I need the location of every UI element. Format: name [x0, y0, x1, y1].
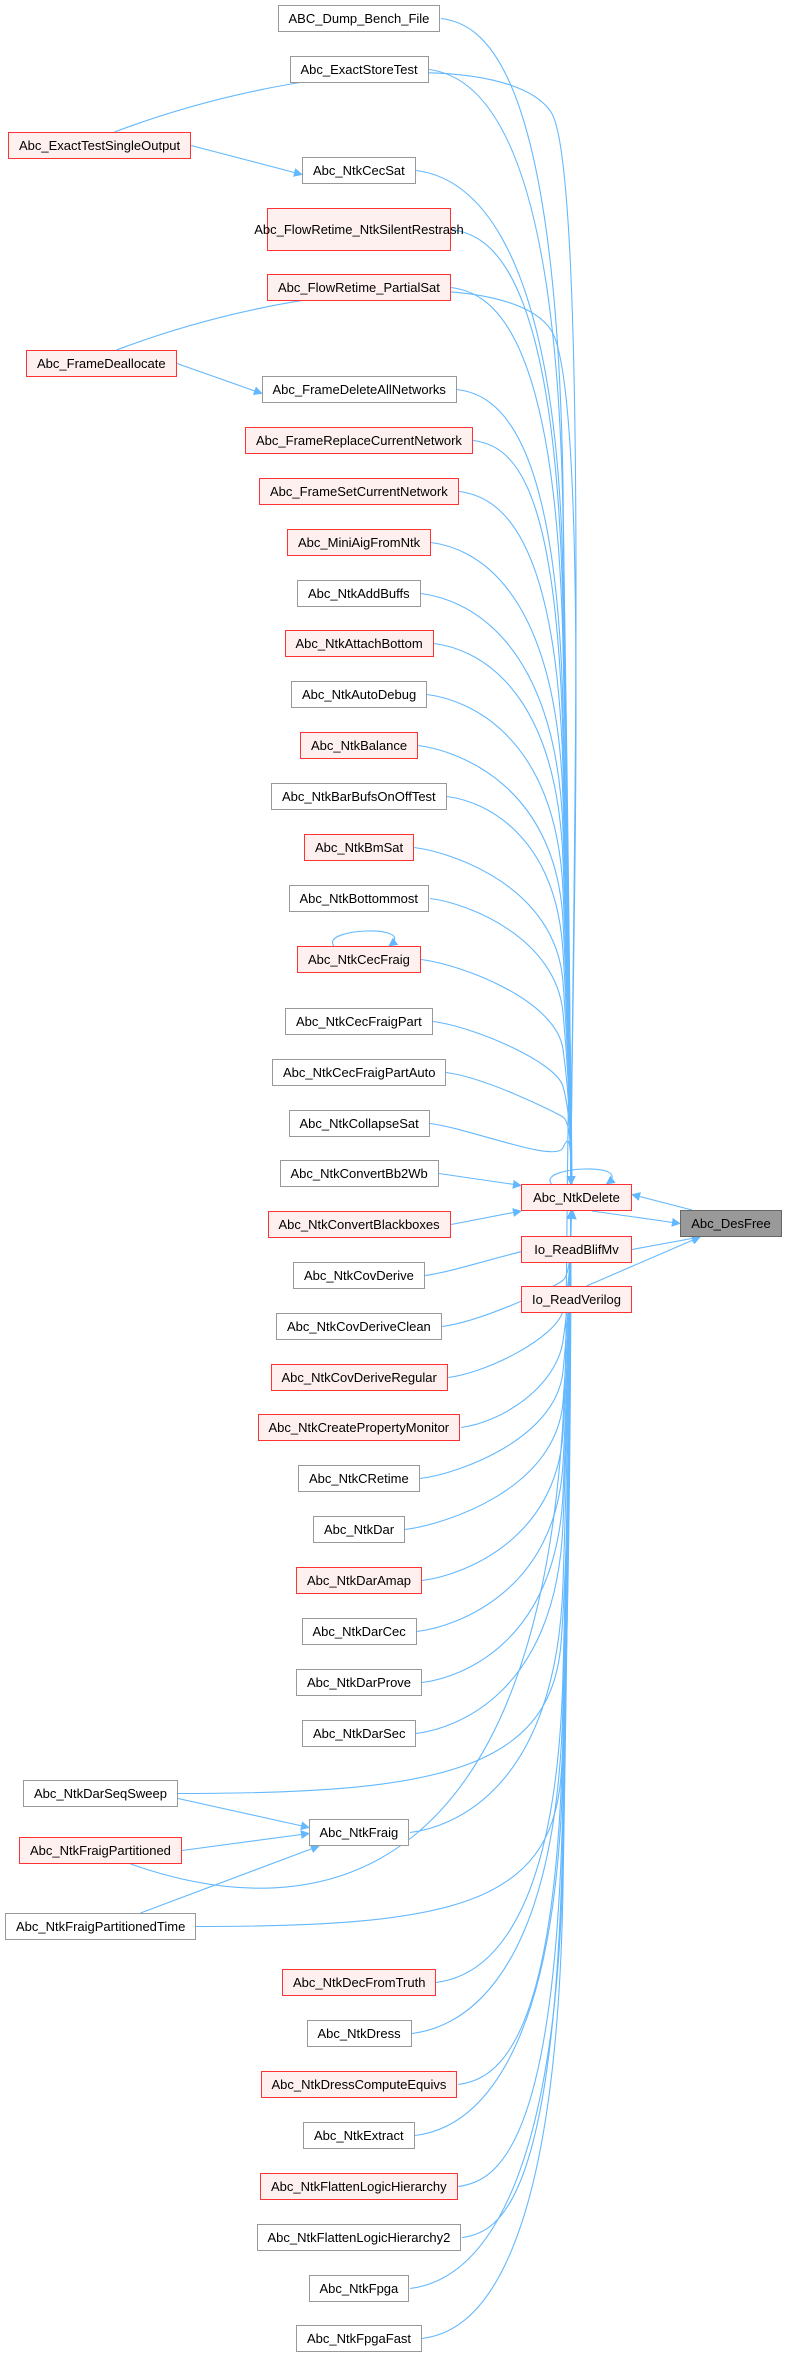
- edge-flatten2-to-ntkdelete: [461, 1210, 576, 2239]
- edge-framedealloc-to-framedelall: [176, 362, 263, 396]
- node-framedealloc[interactable]: Abc_FrameDeallocate: [26, 350, 177, 377]
- node-propmonitor[interactable]: Abc_NtkCreatePropertyMonitor: [257, 1414, 461, 1441]
- edge-daramap-to-ntkdelete: [421, 1210, 576, 1582]
- edge-dump-to-ntkdelete: [440, 17, 576, 1185]
- edge-miniaig-to-ntkdelete: [430, 541, 576, 1185]
- edge-blackboxes-to-ntkdelete: [450, 1208, 522, 1226]
- node-fpga[interactable]: Abc_NtkFpga: [308, 2275, 410, 2302]
- edge-frameset-to-ntkdelete: [458, 490, 576, 1185]
- edge-framedelall-to-ntkdelete: [456, 388, 576, 1185]
- node-cecfraigpartauto[interactable]: Abc_NtkCecFraigPartAuto: [272, 1059, 447, 1086]
- edge-framereplace-to-ntkdelete: [472, 439, 576, 1185]
- node-dump[interactable]: ABC_Dump_Bench_File: [277, 5, 441, 32]
- node-dressequivs[interactable]: Abc_NtkDressComputeEquivs: [260, 2071, 458, 2098]
- node-ntkdelete[interactable]: Abc_NtkDelete: [521, 1184, 632, 1211]
- node-desfree[interactable]: Abc_DesFree: [680, 1210, 782, 1237]
- node-blackboxes[interactable]: Abc_NtkConvertBlackboxes: [267, 1211, 451, 1238]
- node-bmsat[interactable]: Abc_NtkBmSat: [304, 834, 415, 861]
- edge-bb2wb-to-ntkdelete: [438, 1172, 522, 1189]
- node-collapsesat[interactable]: Abc_NtkCollapseSat: [288, 1110, 430, 1137]
- edge-collapsesat-to-ntkdelete: [429, 1122, 576, 1185]
- node-readblifmv[interactable]: Io_ReadBlifMv: [521, 1236, 632, 1263]
- node-cecfraigpart[interactable]: Abc_NtkCecFraigPart: [285, 1008, 433, 1035]
- edge-flowsilent-to-ntkdelete: [450, 228, 576, 1185]
- node-cecfraig[interactable]: Abc_NtkCecFraig: [297, 946, 421, 973]
- node-flatten2[interactable]: Abc_NtkFlattenLogicHierarchy2: [256, 2224, 462, 2251]
- node-miniaig[interactable]: Abc_MiniAigFromNtk: [287, 529, 432, 556]
- node-cretime[interactable]: Abc_NtkCRetime: [298, 1465, 420, 1492]
- node-flowpartial[interactable]: Abc_FlowRetime_PartialSat: [267, 274, 451, 301]
- edge-bmsat-to-ntkdelete: [413, 846, 576, 1185]
- node-addbuffs[interactable]: Abc_NtkAddBuffs: [297, 580, 421, 607]
- edge-exactsingle-to-ceccsat: [190, 144, 303, 177]
- edge-flowpartial-to-ntkdelete: [450, 286, 576, 1185]
- edge-decfromtruth-to-ntkdelete: [435, 1210, 576, 1984]
- edge-extract-to-ntkdelete: [414, 1210, 576, 2137]
- edge-readblifmv-to-desfree: [631, 1234, 701, 1251]
- edge-ntkdelete-to-desfree: [591, 1210, 681, 1227]
- edge-fraigpart-to-fraig: [181, 1830, 310, 1852]
- edge-bottommost-to-ntkdelete: [429, 897, 576, 1185]
- node-dress[interactable]: Abc_NtkDress: [306, 2020, 412, 2047]
- node-dar[interactable]: Abc_NtkDar: [313, 1516, 406, 1543]
- self-loop-ntkdelete: [549, 1168, 616, 1185]
- node-fraigpart[interactable]: Abc_NtkFraigPartitioned: [19, 1837, 182, 1864]
- node-balance[interactable]: Abc_NtkBalance: [300, 732, 419, 759]
- node-darcec[interactable]: Abc_NtkDarCec: [301, 1618, 417, 1645]
- edge-addbuffs-to-ntkdelete: [420, 592, 576, 1185]
- node-frameset[interactable]: Abc_FrameSetCurrentNetwork: [259, 478, 459, 505]
- node-exactsingle[interactable]: Abc_ExactTestSingleOutput: [8, 132, 192, 159]
- node-exactstore[interactable]: Abc_ExactStoreTest: [289, 56, 429, 83]
- edge-attachbottom-to-ntkdelete: [433, 642, 576, 1185]
- node-flowsilent[interactable]: Abc_FlowRetime_NtkSilentRestrash: [254, 208, 464, 251]
- node-fraig[interactable]: Abc_NtkFraig: [308, 1819, 410, 1846]
- edge-autodebug-to-ntkdelete: [426, 693, 576, 1185]
- node-framereplace[interactable]: Abc_FrameReplaceCurrentNetwork: [245, 427, 473, 454]
- node-bb2wb[interactable]: Abc_NtkConvertBb2Wb: [279, 1160, 439, 1187]
- edge-darseqsweep-to-ntkdelete: [177, 1210, 576, 1795]
- node-covclean[interactable]: Abc_NtkCovDeriveClean: [276, 1313, 442, 1340]
- node-autodebug[interactable]: Abc_NtkAutoDebug: [291, 681, 428, 708]
- node-daramap[interactable]: Abc_NtkDarAmap: [296, 1567, 423, 1594]
- node-covderive[interactable]: Abc_NtkCovDerive: [293, 1262, 425, 1289]
- node-extract[interactable]: Abc_NtkExtract: [303, 2122, 415, 2149]
- node-fpgafast[interactable]: Abc_NtkFpgaFast: [296, 2325, 423, 2352]
- node-darprove[interactable]: Abc_NtkDarProve: [296, 1669, 423, 1696]
- edge-darseqsweep-to-fraig: [177, 1797, 310, 1831]
- edge-darprove-to-ntkdelete: [421, 1210, 576, 1684]
- edge-dressequivs-to-ntkdelete: [457, 1210, 576, 2086]
- self-loop-cecfraig: [331, 930, 399, 947]
- node-readverilog[interactable]: Io_ReadVerilog: [521, 1286, 632, 1313]
- node-covregular[interactable]: Abc_NtkCovDeriveRegular: [270, 1364, 448, 1391]
- edge-cecfraigpartauto-to-ntkdelete: [445, 1071, 576, 1185]
- node-ceccsat[interactable]: Abc_NtkCecSat: [302, 157, 416, 184]
- node-flatten[interactable]: Abc_NtkFlattenLogicHierarchy: [260, 2173, 458, 2200]
- node-attachbottom[interactable]: Abc_NtkAttachBottom: [284, 630, 434, 657]
- edge-balance-to-ntkdelete: [417, 744, 576, 1185]
- node-darseqsweep[interactable]: Abc_NtkDarSeqSweep: [23, 1780, 178, 1807]
- node-darsec[interactable]: Abc_NtkDarSec: [302, 1720, 417, 1747]
- node-bottommost[interactable]: Abc_NtkBottommost: [288, 885, 429, 912]
- node-decfromtruth[interactable]: Abc_NtkDecFromTruth: [282, 1969, 437, 1996]
- edge-ceccsat-to-ntkdelete: [415, 169, 576, 1185]
- node-fraigparttime[interactable]: Abc_NtkFraigPartitionedTime: [5, 1913, 197, 1940]
- node-framedelall[interactable]: Abc_FrameDeleteAllNetworks: [261, 376, 457, 403]
- edge-barbufs-to-ntkdelete: [446, 795, 576, 1185]
- node-barbufs[interactable]: Abc_NtkBarBufsOnOffTest: [271, 783, 447, 810]
- edge-cecfraigpart-to-ntkdelete: [432, 1020, 576, 1185]
- edge-flatten-to-ntkdelete: [457, 1210, 576, 2188]
- edge-desfree-to-ntkdelete: [631, 1192, 693, 1211]
